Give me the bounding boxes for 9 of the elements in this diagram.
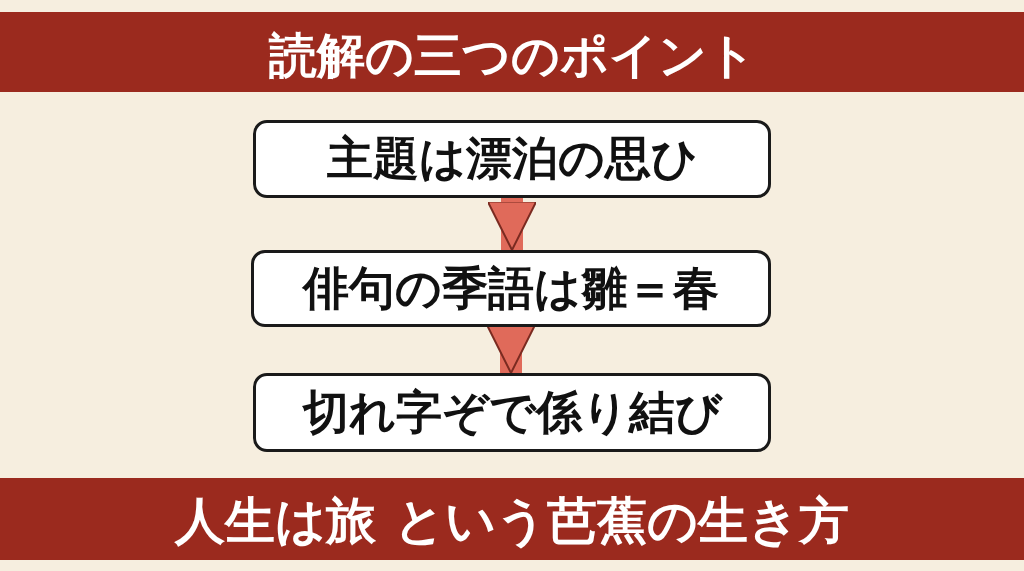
box-text: 切れ字ぞで係り結び — [302, 383, 722, 441]
text-box — [253, 120, 771, 198]
down-arrow — [486, 198, 538, 251]
box-text: 俳句の季語は雛＝春 — [303, 259, 719, 317]
title: 読解の三つのポイント — [267, 26, 757, 85]
text-box — [251, 250, 771, 327]
box-text: 主題は漂泊の思ひ — [326, 130, 698, 187]
text-box — [253, 373, 771, 452]
caption: 人生は旅 という芭蕉の生き方 — [173, 491, 850, 552]
